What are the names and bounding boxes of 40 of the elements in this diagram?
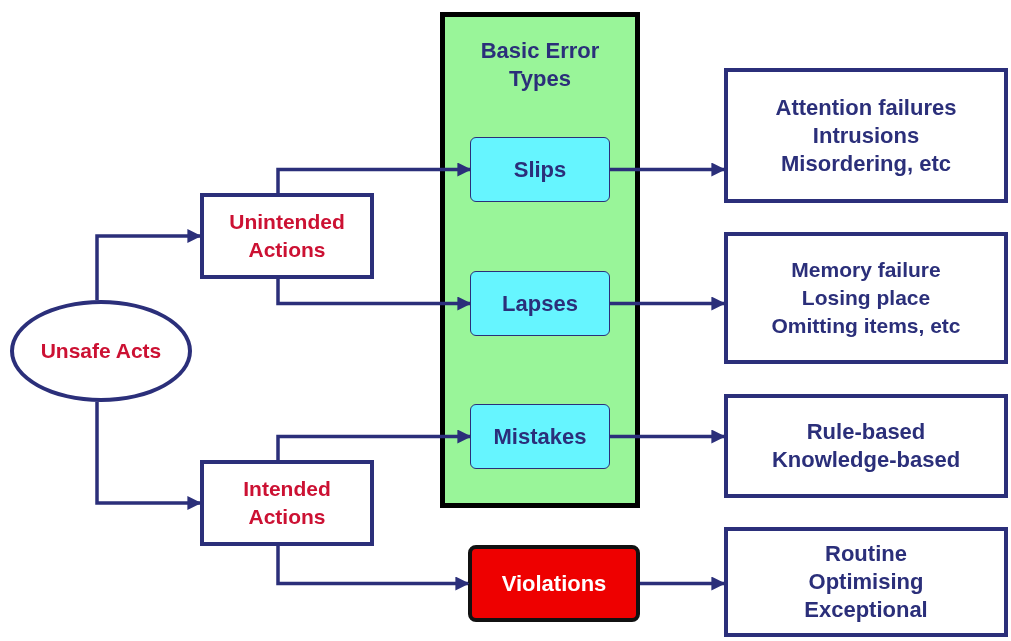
process-box xyxy=(724,232,1008,364)
node-label: Routine xyxy=(825,540,907,568)
node-label: Omitting items, etc xyxy=(771,313,961,339)
node-label: Violations xyxy=(501,569,607,598)
violation-box xyxy=(468,545,640,622)
arrow xyxy=(95,229,202,300)
node-label: Unintended Actions xyxy=(228,209,346,263)
type-box xyxy=(470,137,610,202)
process-box xyxy=(724,394,1008,498)
node-label: Optimising xyxy=(808,568,924,596)
node-label: Lapses xyxy=(502,289,578,318)
node-label: Rule-based xyxy=(806,418,926,446)
node-label: Intended Actions xyxy=(242,476,332,530)
arrow xyxy=(276,162,472,193)
node-label: Unsafe Acts xyxy=(40,338,162,364)
node-label: Knowledge-based xyxy=(771,446,961,474)
node-label: Memory failure xyxy=(791,257,941,283)
node-label: Exceptional xyxy=(804,596,928,624)
node-label: Basic Error Types xyxy=(479,37,601,93)
node-label: Mistakes xyxy=(493,422,587,451)
arrow xyxy=(640,576,726,591)
arrow xyxy=(610,429,726,444)
group-box xyxy=(440,12,640,508)
process-box xyxy=(724,68,1008,203)
node-label: Slips xyxy=(513,155,567,184)
process-box xyxy=(724,527,1008,637)
node-label: Misordering, etc xyxy=(781,149,951,178)
arrow xyxy=(276,546,470,591)
node-label: Losing place xyxy=(801,285,931,311)
process-box xyxy=(200,460,374,546)
arrow xyxy=(95,402,202,510)
node-label: Intrusions xyxy=(812,121,920,150)
type-box xyxy=(470,404,610,469)
type-box xyxy=(470,271,610,336)
node-label: Attention failures xyxy=(775,93,957,122)
arrow xyxy=(276,429,472,460)
process-box xyxy=(200,193,374,279)
arrow xyxy=(610,162,726,177)
arrow xyxy=(276,279,472,311)
arrow xyxy=(610,296,726,311)
